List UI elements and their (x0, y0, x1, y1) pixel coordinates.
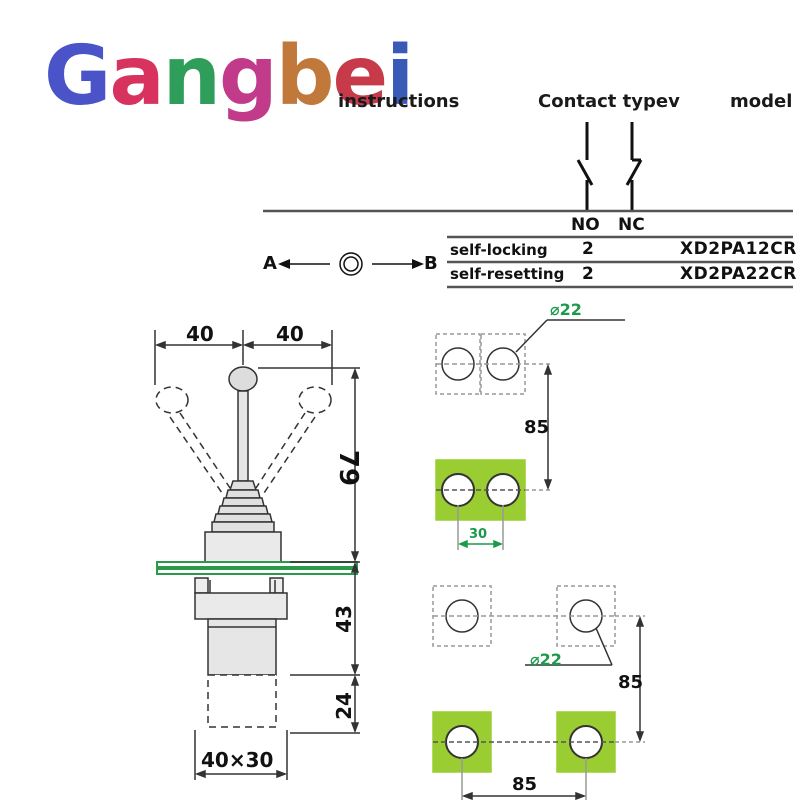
dim-spacing-horizontal: 85 (512, 774, 538, 795)
brand-logo: Gangbei (44, 36, 414, 118)
no-contact-switch (576, 159, 594, 186)
dim-lever-right: 40 (276, 322, 304, 346)
dim-hole-diameter-bottom: ⌀22 (530, 650, 562, 669)
nc-label: NC (618, 215, 645, 235)
dim-lever-left: 40 (186, 322, 214, 346)
direction-a-label: A (263, 253, 277, 274)
row-model: XD2PA12CR (680, 239, 797, 259)
row-type: self-resetting (450, 265, 565, 283)
switch-knob-icon (339, 252, 363, 276)
instructions-label: instructions (338, 91, 460, 112)
row-count: 2 (582, 239, 594, 259)
row-count: 2 (582, 264, 594, 284)
no-label: NO (571, 215, 600, 235)
dim-base: 40×30 (201, 748, 274, 772)
logo-letter: i (386, 29, 414, 124)
row-type: self-locking (450, 241, 548, 259)
direction-b-label: B (424, 253, 438, 274)
nc-contact-switch (625, 159, 643, 186)
cutout-bottom (432, 585, 645, 800)
cutout-top (435, 319, 625, 550)
table-lines (263, 209, 793, 289)
contact-symbols (576, 122, 643, 210)
joystick-drawing (154, 330, 360, 780)
model-label: model (730, 91, 793, 112)
contact-type-label: Contact typev (538, 91, 680, 112)
dim-hole-diameter-top: ⌀22 (550, 300, 582, 319)
logo-letter: a (109, 29, 164, 124)
logo-letter: G (44, 29, 111, 124)
logo-letter: e (332, 29, 388, 124)
dim-height-upper: 79 (333, 449, 364, 487)
row-model: XD2PA22CR (680, 264, 797, 284)
dim-spacing-vertical: 85 (524, 417, 550, 438)
logo-letter: b (275, 29, 335, 124)
dim-width-green: 30 (469, 527, 488, 542)
direction-arrows (278, 252, 424, 276)
dim-height-lower: 24 (331, 692, 356, 720)
dim-spacing-vertical-2: 85 (618, 672, 644, 693)
logo-letter: g (219, 29, 278, 124)
dim-height-mid: 43 (331, 605, 356, 633)
logo-letter: n (162, 29, 221, 124)
